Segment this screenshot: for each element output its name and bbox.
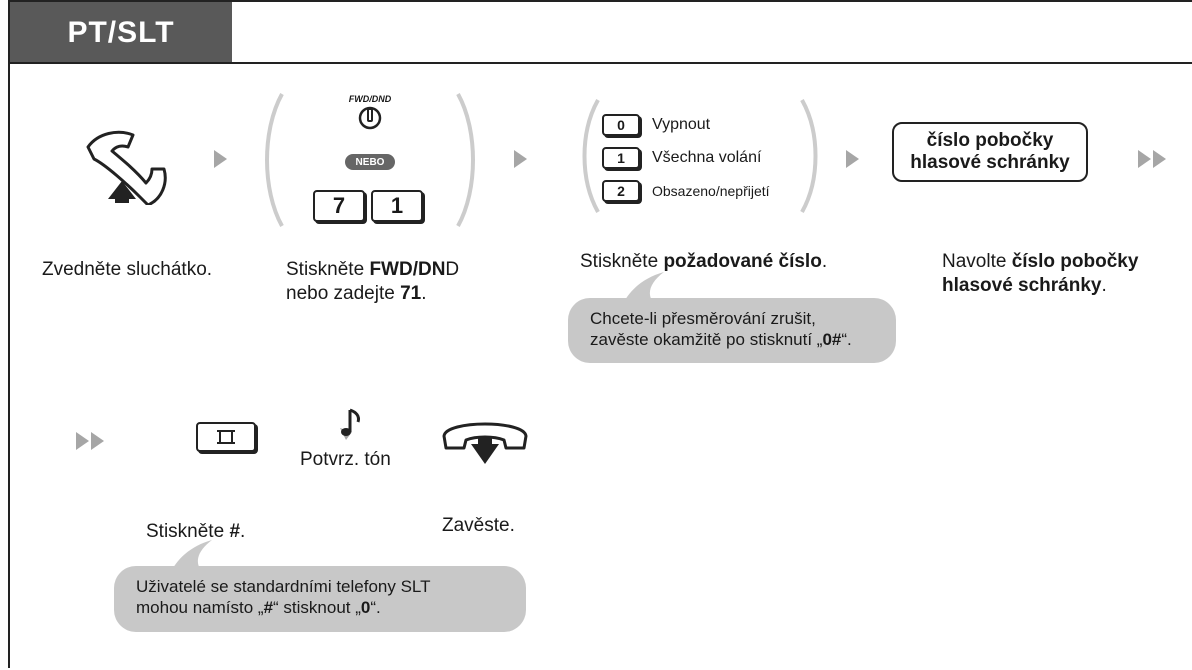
option-label: Obsazeno/nepřijetí [652, 183, 770, 199]
option-label: Všechna volání [652, 149, 762, 166]
step-arrow [214, 150, 227, 168]
step2-caption: Stiskněte FWD/DND nebo zadejte 71. [286, 259, 460, 304]
hash-icon [217, 430, 235, 444]
option-all-calls[interactable]: 1 Všechna volání [602, 147, 761, 169]
fwd-dnd-label: FWD/DND [348, 94, 392, 104]
step-arrow [514, 150, 527, 168]
continue-arrows [76, 432, 104, 450]
step7-caption: Zavěste. [442, 515, 515, 536]
step-arrow [846, 150, 859, 168]
header-divider [8, 62, 1192, 64]
tone-label: Potvrz. tón [300, 449, 391, 470]
tone-note-icon [340, 408, 360, 440]
bubble-tail [170, 540, 212, 574]
key-7[interactable]: 7 [313, 190, 365, 222]
option-label: Vypnout [652, 116, 711, 133]
key-2[interactable]: 2 [602, 180, 640, 202]
bracket-right [800, 99, 818, 213]
hash-key[interactable] [196, 422, 256, 452]
bracket-left [582, 99, 600, 213]
step1-caption: Zvedněte sluchátko. [42, 259, 213, 280]
tab-pt-slt: PT/SLT [10, 2, 232, 63]
step3-caption: Stiskněte požadované číslo. [580, 251, 828, 272]
page-frame [8, 0, 1192, 668]
nebo-badge: NEBO [345, 154, 395, 170]
key-0[interactable]: 0 [602, 114, 640, 136]
handset-onhook-icon [442, 422, 528, 464]
bracket-left [265, 93, 284, 227]
keys-71: 7 1 [313, 190, 423, 222]
key-1[interactable]: 1 [371, 190, 423, 222]
option-busy-no-answer[interactable]: 2 Obsazeno/nepřijetí [602, 180, 770, 202]
hint-bubble-slt: Uživatelé se standardními telefony SLT m… [114, 566, 526, 632]
continue-arrows [1138, 150, 1166, 168]
step4-caption: Navolte číslo pobočky hlasové schránky. [942, 251, 1139, 296]
handset-offhook-icon [86, 130, 167, 205]
fwd-dnd-button-icon[interactable] [355, 105, 385, 131]
key-1[interactable]: 1 [602, 147, 640, 169]
bracket-right [456, 93, 475, 227]
bubble-tail [622, 272, 664, 306]
voicemail-extension-box[interactable]: číslo pobočky hlasové schránky [892, 122, 1088, 182]
option-off[interactable]: 0 Vypnout [602, 114, 710, 136]
step5-caption: Stiskněte #. [146, 521, 246, 542]
hint-bubble-cancel: Chcete-li přesměrování zrušit, zavěste o… [568, 298, 896, 363]
